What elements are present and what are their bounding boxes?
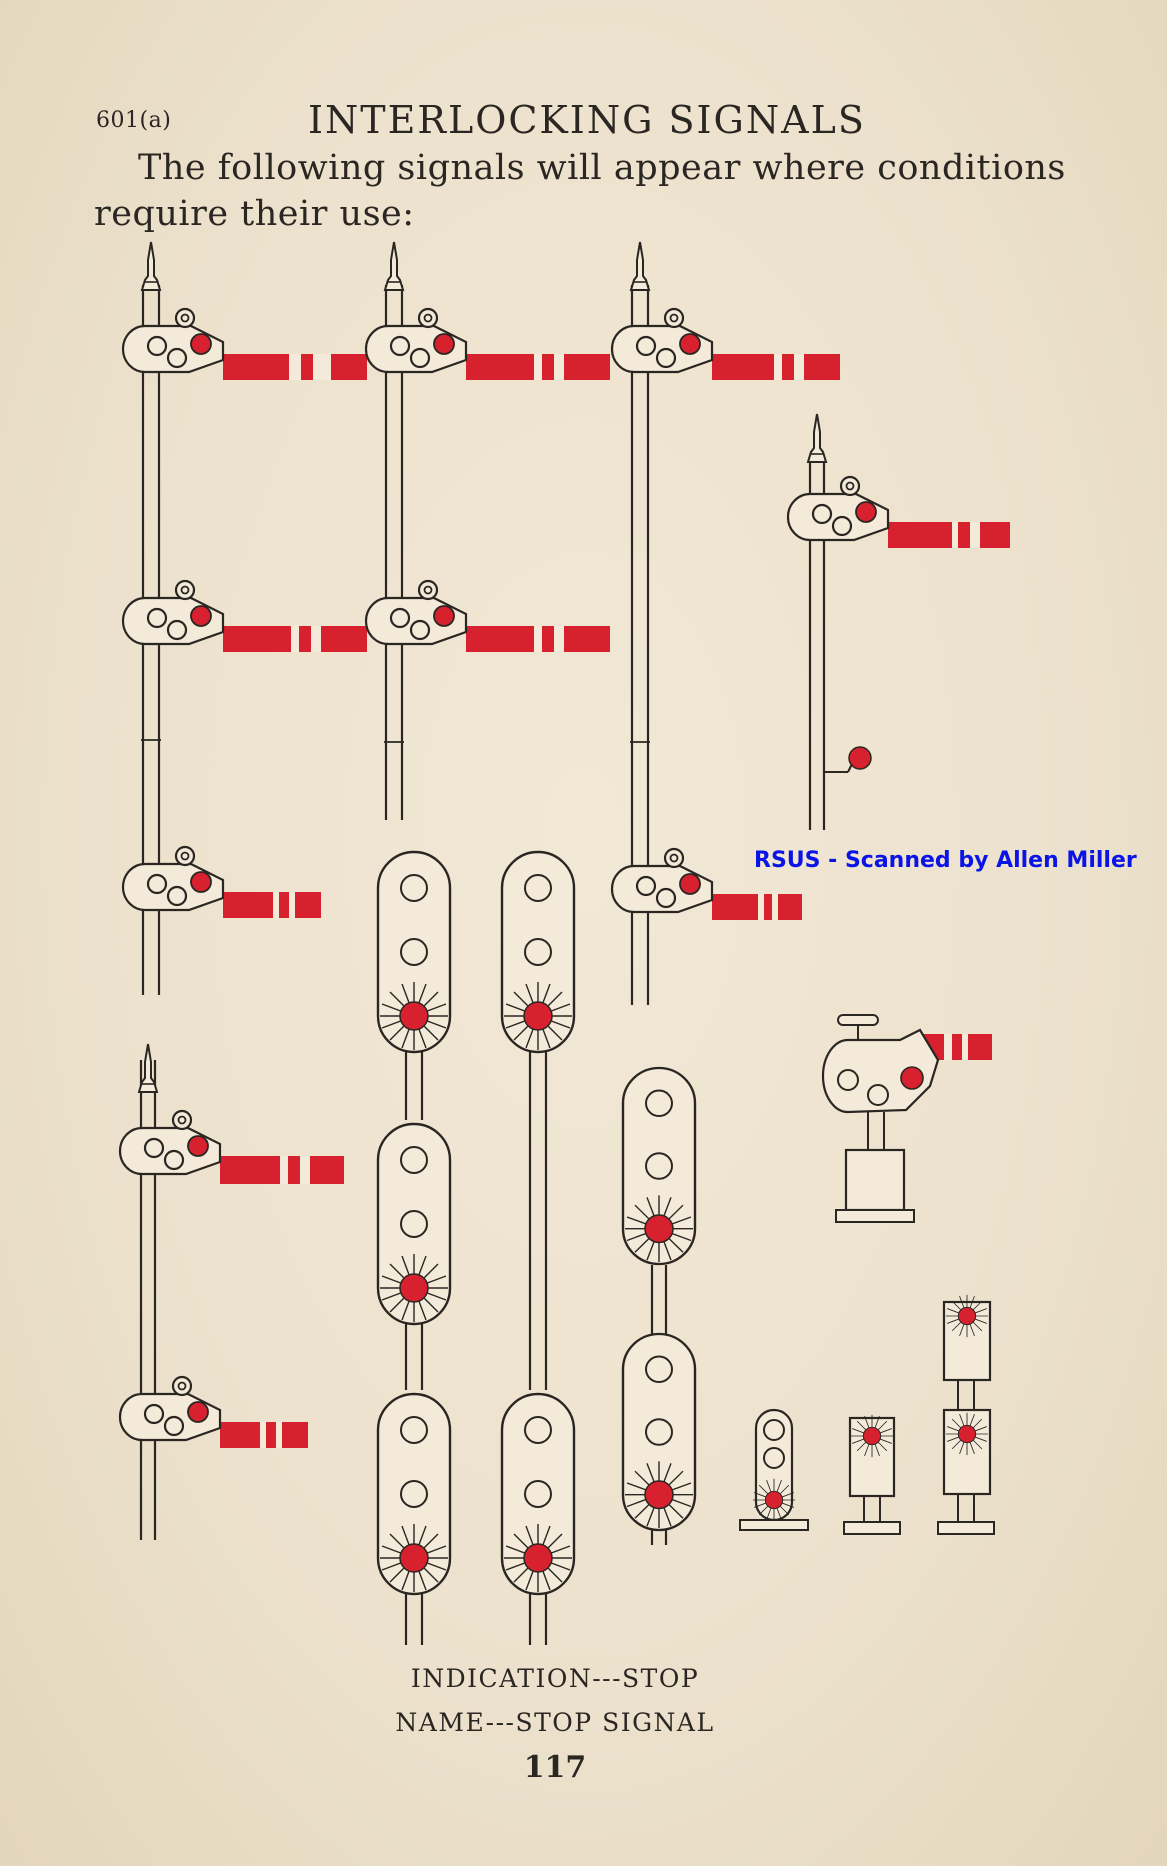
signal-name-caption: NAME---STOP SIGNAL [395,1708,715,1737]
dwarf-light-signal-single-lamp [843,1414,901,1535]
semaphore-two-arm-signal-right [610,241,840,1005]
intro-line-2: require their use: [94,194,415,234]
indication-caption: INDICATION---STOP [410,1664,700,1693]
rule-number: 601(a) [96,108,172,133]
page-number: 117 [523,1750,587,1785]
semaphore-two-arm-signal [364,241,610,820]
semaphore-two-arm-signal-lower [118,1043,344,1540]
semaphore-single-arm-marker-signal [786,413,1010,830]
semaphore-three-arm-signal [121,241,367,995]
intro-line-1: The following signals will appear where … [138,148,1066,188]
dwarf-light-signal-stacked [937,1294,995,1535]
scan-credit-watermark: RSUS - Scanned by Allen Miller [754,848,1137,873]
color-light-two-head-signal [502,852,574,1645]
dwarf-semaphore-signal [821,1014,992,1223]
dwarf-light-signal-three-lamp [739,1408,809,1531]
color-light-three-head-signal [378,852,450,1645]
page-title: INTERLOCKING SIGNALS [308,98,866,142]
color-light-two-head-signal-short [623,1068,695,1545]
